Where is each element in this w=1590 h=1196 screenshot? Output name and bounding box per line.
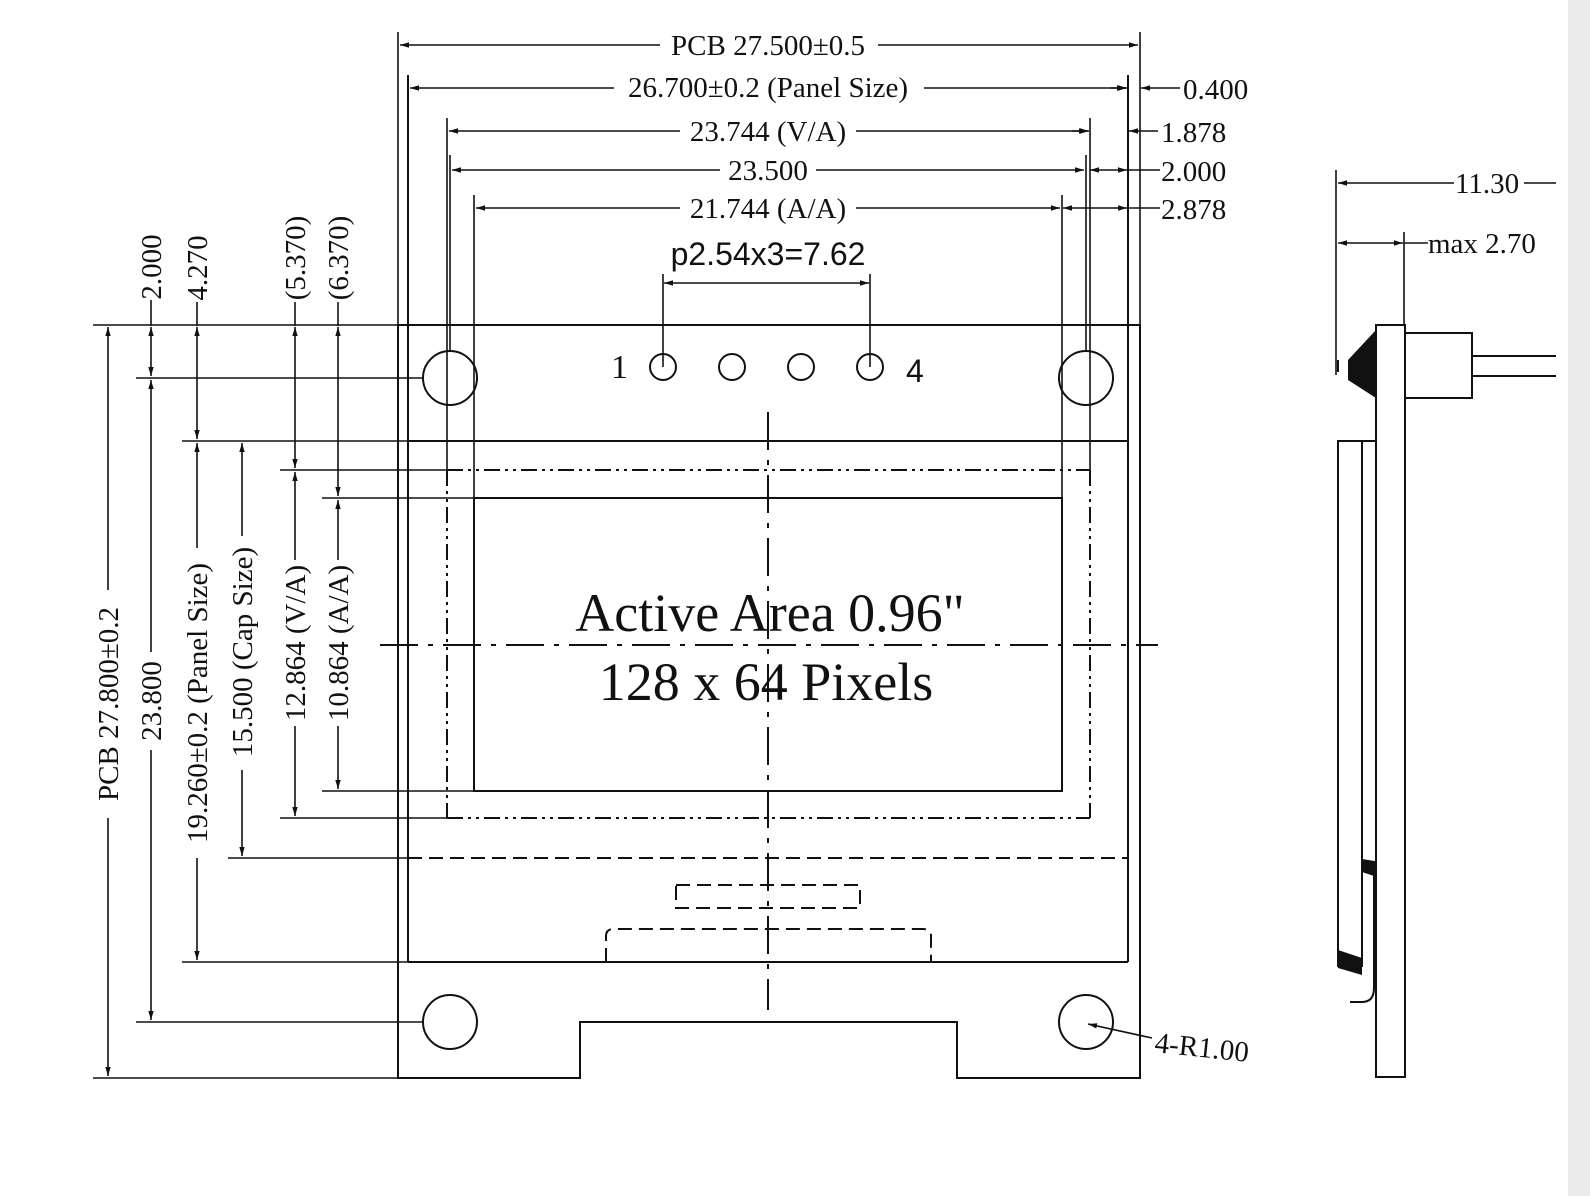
panel-offset-label: 0.400: [1183, 74, 1248, 106]
side-pcb: [1375, 324, 1406, 1078]
panel-from-top-label: 4.270: [182, 235, 214, 300]
center-lines: [380, 412, 1158, 1010]
mounting-hole: [422, 994, 478, 1050]
right-offset-dimensions: [1063, 85, 1180, 211]
active-area-title: Active Area 0.96": [575, 583, 964, 643]
aa-width-label: 21.744 (A/A): [690, 193, 846, 225]
mounting-hole: [1058, 994, 1114, 1050]
side-view: [1335, 170, 1556, 1078]
cap-height-label: 15.500 (Cap Size): [227, 547, 259, 757]
aa-offset-label: 2.878: [1161, 194, 1226, 226]
side-panel: [1337, 440, 1363, 967]
side-depth-label: 11.30: [1455, 168, 1519, 200]
pin-2: [718, 353, 746, 381]
va-height-label: 12.864 (V/A): [280, 565, 312, 721]
hole-spacing-label: 23.800: [136, 661, 168, 741]
pin-first-label: 1: [611, 349, 628, 386]
left-extension-lines: [93, 324, 474, 1079]
side-thickness-label: max 2.70: [1428, 228, 1536, 260]
visible-area-outline: [446, 469, 1091, 819]
va-from-top-label: (5.370): [280, 216, 312, 301]
side-solder: [1348, 330, 1376, 398]
va-offset-label: 1.878: [1161, 117, 1226, 149]
header-pins: [649, 353, 884, 381]
mounting-hole: [1058, 350, 1114, 406]
corner-radius-label: 4-R1.00: [1153, 1027, 1250, 1069]
hole-offset-label: 2.000: [1161, 156, 1226, 188]
pin-3: [787, 353, 815, 381]
side-fpc: [1350, 859, 1375, 1003]
pcb-outline: [397, 324, 1141, 1079]
active-area-pixels: 128 x 64 Pixels: [599, 652, 934, 712]
aa-height-label: 10.864 (A/A): [323, 565, 355, 721]
hole-pitch-label: 23.500: [728, 155, 808, 187]
pcb-height-label: PCB 27.800±0.2: [93, 607, 125, 801]
pcb-width-label: PCB 27.500±0.5: [671, 30, 865, 62]
hole-from-top-label: 2.000: [136, 234, 168, 299]
top-extension-lines: [397, 32, 1141, 498]
panel-width-label: 26.700±0.2 (Panel Size): [628, 72, 908, 104]
aa-from-top-label: (6.370): [323, 216, 355, 301]
va-width-label: 23.744 (V/A): [690, 116, 846, 148]
side-header: [1405, 332, 1473, 399]
pin-pitch-label: p2.54x3=7.62: [671, 236, 866, 272]
pin-last-label: 4: [906, 353, 924, 389]
panel-height-label: 19.260±0.2 (Panel Size): [182, 563, 214, 843]
mounting-hole: [422, 350, 478, 406]
pin-pitch-dimension: [662, 274, 871, 367]
corner-radius-leader: [1087, 1023, 1153, 1039]
page-edge-shade: [1568, 0, 1590, 1196]
